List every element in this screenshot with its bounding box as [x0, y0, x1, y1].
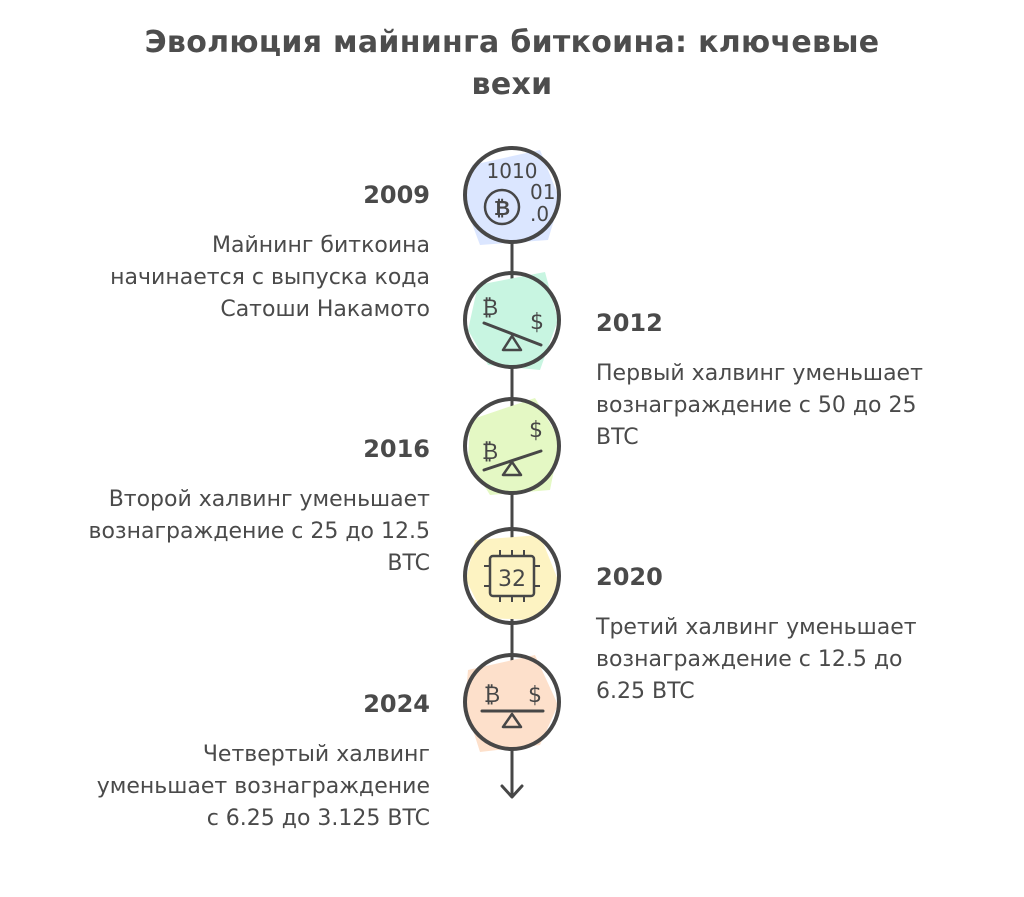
- milestone-2012: 2012 Первый халвинг уменьшает вознагражд…: [596, 308, 996, 454]
- bitcoin-dollar-scale-icon: ₿ $: [482, 296, 544, 352]
- svg-text:₿: ₿: [494, 196, 510, 220]
- svg-text:₿: ₿: [482, 440, 498, 465]
- milestone-node-2012: ₿ $: [463, 271, 561, 370]
- arrow-down-icon: [500, 784, 524, 799]
- svg-text:₿: ₿: [484, 683, 500, 708]
- svg-text:$: $: [529, 418, 543, 443]
- milestone-description: Четвертый халвинг уменьшает вознагражден…: [30, 739, 430, 835]
- description-line: Второй халвинг уменьшает: [108, 487, 430, 512]
- milestone-2016: 2016 Второй халвинг уменьшает вознагражд…: [30, 434, 431, 580]
- milestone-year: 2024: [363, 690, 430, 718]
- title-line-2: вехи: [471, 67, 553, 102]
- milestone-node-2009: 1010 01 .0 ₿: [463, 146, 561, 245]
- description-line: вознаграждение с 25 до 12.5: [88, 519, 431, 544]
- milestone-year: 2016: [363, 435, 430, 463]
- description-line: уменьшает вознаграждение: [96, 774, 430, 799]
- description-line: с 6.25 до 3.125 BTC: [206, 806, 430, 831]
- milestone-description: Третий халвинг уменьшает вознаграждение …: [596, 612, 996, 708]
- description-line: вознаграждение с 50 до 25: [596, 393, 917, 418]
- description-line: Первый халвинг уменьшает: [596, 361, 923, 386]
- svg-text:$: $: [528, 683, 542, 708]
- description-line: Третий халвинг уменьшает: [596, 615, 917, 640]
- milestone-node-2020: 32: [463, 527, 561, 625]
- svg-text:32: 32: [498, 567, 526, 592]
- milestone-node-2016: $ ₿: [463, 397, 561, 495]
- description-line: Четвертый халвинг: [202, 742, 430, 767]
- svg-text:₿: ₿: [482, 296, 498, 321]
- milestone-year: 2020: [596, 563, 663, 591]
- diagram-title: Эволюция майнинга биткоина: ключевые вех…: [0, 22, 1024, 106]
- svg-text:.0: .0: [530, 202, 549, 226]
- chip-32-icon: 32: [484, 550, 540, 602]
- svg-text:$: $: [530, 310, 544, 335]
- milestone-year: 2012: [596, 309, 663, 337]
- milestone-2024: 2024 Четвертый халвинг уменьшает вознагр…: [30, 689, 430, 835]
- milestone-2009: 2009 Майнинг биткоина начинается с выпус…: [30, 180, 430, 326]
- milestone-node-2024: ₿ $: [463, 653, 561, 752]
- description-line: BTC: [596, 425, 639, 450]
- bitcoin-dollar-scale-icon: $ ₿: [482, 418, 543, 477]
- svg-text:1010: 1010: [487, 159, 538, 183]
- description-line: Сатоши Накамото: [220, 297, 430, 322]
- svg-text:01: 01: [530, 180, 555, 204]
- title-line-1: Эволюция майнинга биткоина: ключевые: [144, 25, 880, 60]
- milestone-description: Первый халвинг уменьшает вознаграждение …: [596, 358, 996, 454]
- description-line: Майнинг биткоина: [212, 233, 430, 258]
- milestone-description: Майнинг биткоина начинается с выпуска ко…: [30, 230, 430, 326]
- bitcoin-binary-code-icon: 1010 01 .0 ₿: [483, 159, 555, 226]
- milestone-year: 2009: [363, 181, 430, 209]
- milestone-description: Второй халвинг уменьшает вознаграждение …: [30, 484, 431, 580]
- description-line: 6.25 BTC: [596, 679, 695, 704]
- milestone-2020: 2020 Третий халвинг уменьшает вознагражд…: [596, 562, 996, 708]
- description-line: BTC: [387, 551, 430, 576]
- balanced-scale-icon: ₿ $: [480, 683, 545, 729]
- description-line: вознаграждение с 12.5 до: [596, 647, 903, 672]
- description-line: начинается с выпуска кода: [110, 265, 430, 290]
